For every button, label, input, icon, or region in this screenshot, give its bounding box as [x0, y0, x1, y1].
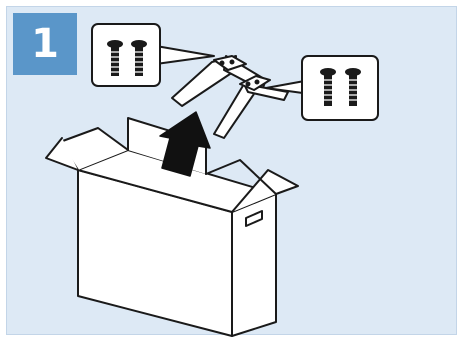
- tv-stand-legs-icon: [213, 75, 289, 139]
- lift-out-arrow-icon: [159, 111, 211, 177]
- screw-icon: [107, 40, 123, 76]
- screw-icon: [320, 68, 336, 106]
- screw-icon: [131, 40, 147, 76]
- screw-callout-left: [91, 23, 215, 87]
- step-number-badge: 1: [13, 13, 77, 75]
- step-number: 1: [31, 21, 59, 67]
- screw-callout-right: [265, 55, 379, 121]
- open-shipping-box-icon: [45, 117, 299, 337]
- screw-icon: [345, 68, 361, 106]
